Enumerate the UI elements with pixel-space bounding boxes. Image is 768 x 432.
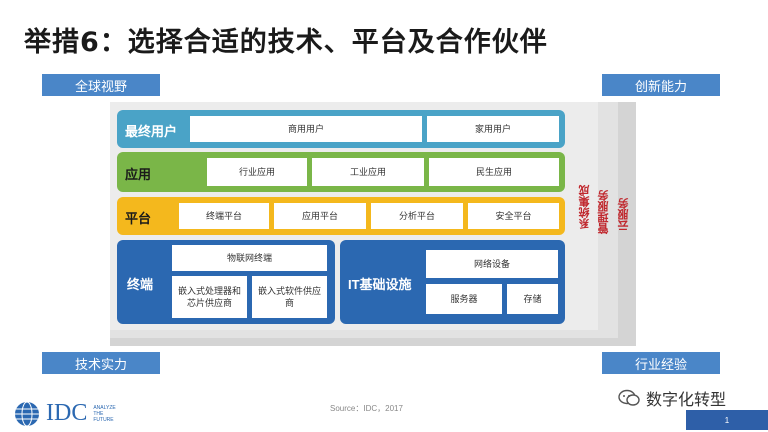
- box-servers: 服务器: [426, 284, 502, 314]
- box-industry-apps: 行业应用: [207, 158, 307, 186]
- layer-applications: 应用 行业应用 工业应用 民生应用: [117, 152, 565, 192]
- side-label-integration: 系统集成: [579, 185, 591, 229]
- box-storage: 存储: [507, 284, 558, 314]
- box-application-platform: 应用平台: [274, 203, 366, 229]
- corner-label-industry-exp: 行业经验: [602, 352, 720, 374]
- box-embedded-processor-vendors: 嵌入式处理器和芯片供应商: [172, 276, 247, 318]
- layer-platform: 平台 终端平台 应用平台 分析平台 安全平台: [117, 197, 565, 235]
- box-network-equipment: 网络设备: [426, 250, 558, 278]
- wechat-icon: [618, 389, 640, 406]
- box-terminal-platform: 终端平台: [179, 203, 269, 229]
- box-home-users: 家用用户: [427, 116, 559, 142]
- idc-logo-text: IDC: [46, 400, 88, 426]
- box-embedded-software-vendors: 嵌入式软件供应商: [252, 276, 327, 318]
- page-title: 举措6：选择合适的技术、平台及合作伙伴: [24, 27, 548, 58]
- corner-label-tech-strength: 技术实力: [42, 352, 160, 374]
- layer-label-terminal: 终端: [127, 277, 154, 292]
- box-civil-apps: 民生应用: [429, 158, 559, 186]
- layer-end-users: 最终用户 商用用户 家用用户: [117, 110, 565, 148]
- globe-icon: [15, 401, 39, 426]
- side-label-management: 管理服务: [598, 190, 610, 234]
- box-security-platform: 安全平台: [468, 203, 559, 229]
- wechat-account-name: 数字化转型: [646, 392, 727, 409]
- source-note: Source：IDC，2017: [330, 404, 403, 413]
- box-commercial-users: 商用用户: [190, 116, 422, 142]
- box-industrial-apps: 工业应用: [312, 158, 424, 186]
- side-label-cloud: 云服务: [618, 198, 630, 231]
- corner-label-global-vision: 全球视野: [42, 74, 160, 96]
- wechat-watermark: 数字化转型: [618, 386, 726, 410]
- layer-label-end-users: 最终用户: [125, 124, 178, 139]
- layer-terminal: 终端 物联网终端 嵌入式处理器和芯片供应商 嵌入式软件供应商: [117, 240, 335, 324]
- idc-logo: IDC ANALYZE THE FUTURE: [14, 400, 117, 427]
- layer-it-infrastructure: IT基础设施 网络设备 服务器 存储: [340, 240, 565, 324]
- layer-label-platform: 平台: [125, 211, 152, 226]
- idc-logo-tagline: ANALYZE THE FUTURE: [93, 404, 116, 423]
- layer-label-it-infrastructure: IT基础设施: [348, 277, 412, 292]
- page-number: 1: [686, 410, 768, 430]
- box-iot-terminal: 物联网终端: [172, 245, 327, 271]
- corner-label-innovation: 创新能力: [602, 74, 720, 96]
- layer-label-applications: 应用: [125, 167, 152, 182]
- box-analytics-platform: 分析平台: [371, 203, 463, 229]
